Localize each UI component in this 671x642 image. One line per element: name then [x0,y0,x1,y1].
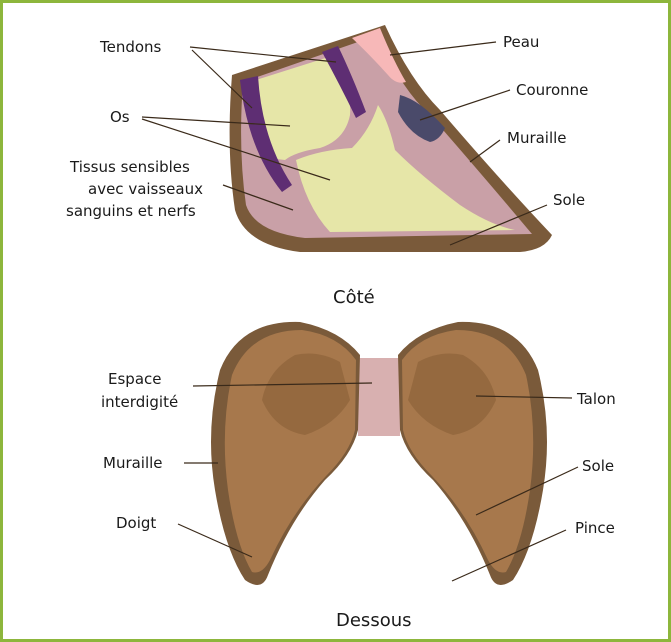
label-tissus-line3: sanguins et nerfs [66,202,196,220]
label-espace-line2: interdigité [101,393,178,411]
side-view-hoof [230,25,552,252]
label-espace-line1: Espace [108,370,161,388]
label-pince: Pince [575,519,615,537]
label-muraille-bottom: Muraille [103,454,163,472]
label-sole-bottom: Sole [582,457,614,475]
label-os: Os [110,108,130,126]
label-sole-side: Sole [553,191,585,209]
label-couronne: Couronne [516,81,588,99]
label-peau: Peau [503,33,539,51]
bottom-view-title: Dessous [336,610,412,631]
label-tissus-line2: avec vaisseaux [88,180,203,198]
label-doigt: Doigt [116,514,156,532]
label-talon: Talon [576,390,616,408]
interdigital-space [358,358,400,436]
label-muraille-side: Muraille [507,129,567,147]
label-tissus-line1: Tissus sensibles [69,158,190,176]
bottom-view-hoof [211,322,547,585]
side-view-title: Côté [333,287,375,308]
label-tendons: Tendons [99,38,162,56]
